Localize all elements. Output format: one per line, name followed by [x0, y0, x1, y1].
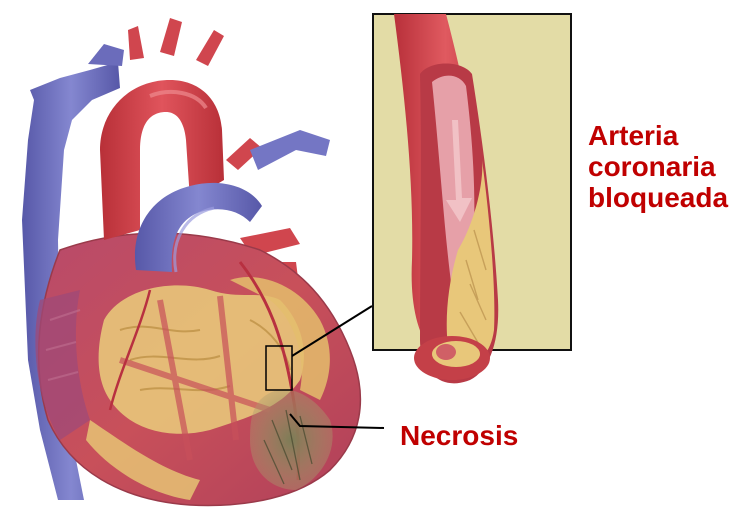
blocked-artery-label-line-2: coronaria	[588, 151, 728, 182]
blocked-artery-label-line-1: Arteria	[588, 120, 728, 151]
necrosis-label: Necrosis	[400, 420, 518, 451]
blocked-artery-label-line-3: bloqueada	[588, 182, 728, 213]
blocked-artery-label: Arteria coronaria bloqueada	[588, 120, 728, 213]
artery-inset-panel	[373, 14, 571, 383]
